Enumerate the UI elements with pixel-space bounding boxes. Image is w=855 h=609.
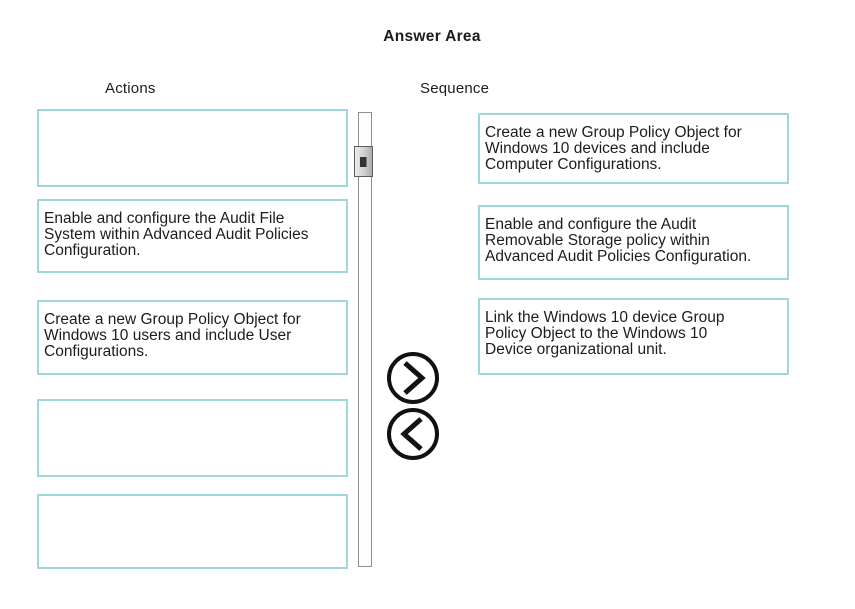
sequence-item-2[interactable]: Enable and configure the Audit Removable… [478, 205, 789, 280]
action-item-gpo-users[interactable]: Create a new Group Policy Object for Win… [37, 300, 348, 375]
scrollbar-thumb-grip-icon [360, 156, 367, 167]
scrollbar-track[interactable] [354, 112, 373, 567]
sequence-item-3[interactable]: Link the Windows 10 device Group Policy … [478, 298, 789, 375]
sequence-item-1[interactable]: Create a new Group Policy Object for Win… [478, 113, 789, 184]
chevron-left-icon [400, 417, 423, 451]
chevron-right-icon [403, 361, 426, 395]
move-to-actions-button[interactable] [387, 408, 439, 460]
action-item-slot-5[interactable] [37, 494, 348, 569]
actions-column-header: Actions [105, 80, 156, 97]
page-title: Answer Area [383, 28, 481, 45]
sequence-column-header: Sequence [420, 80, 490, 97]
scrollbar-thumb[interactable] [354, 146, 373, 177]
move-to-sequence-button[interactable] [387, 352, 439, 404]
action-item-audit-file-system[interactable]: Enable and configure the Audit File Syst… [37, 199, 348, 273]
action-item-slot-4[interactable] [37, 399, 348, 477]
action-item-slot-1[interactable] [37, 109, 348, 187]
